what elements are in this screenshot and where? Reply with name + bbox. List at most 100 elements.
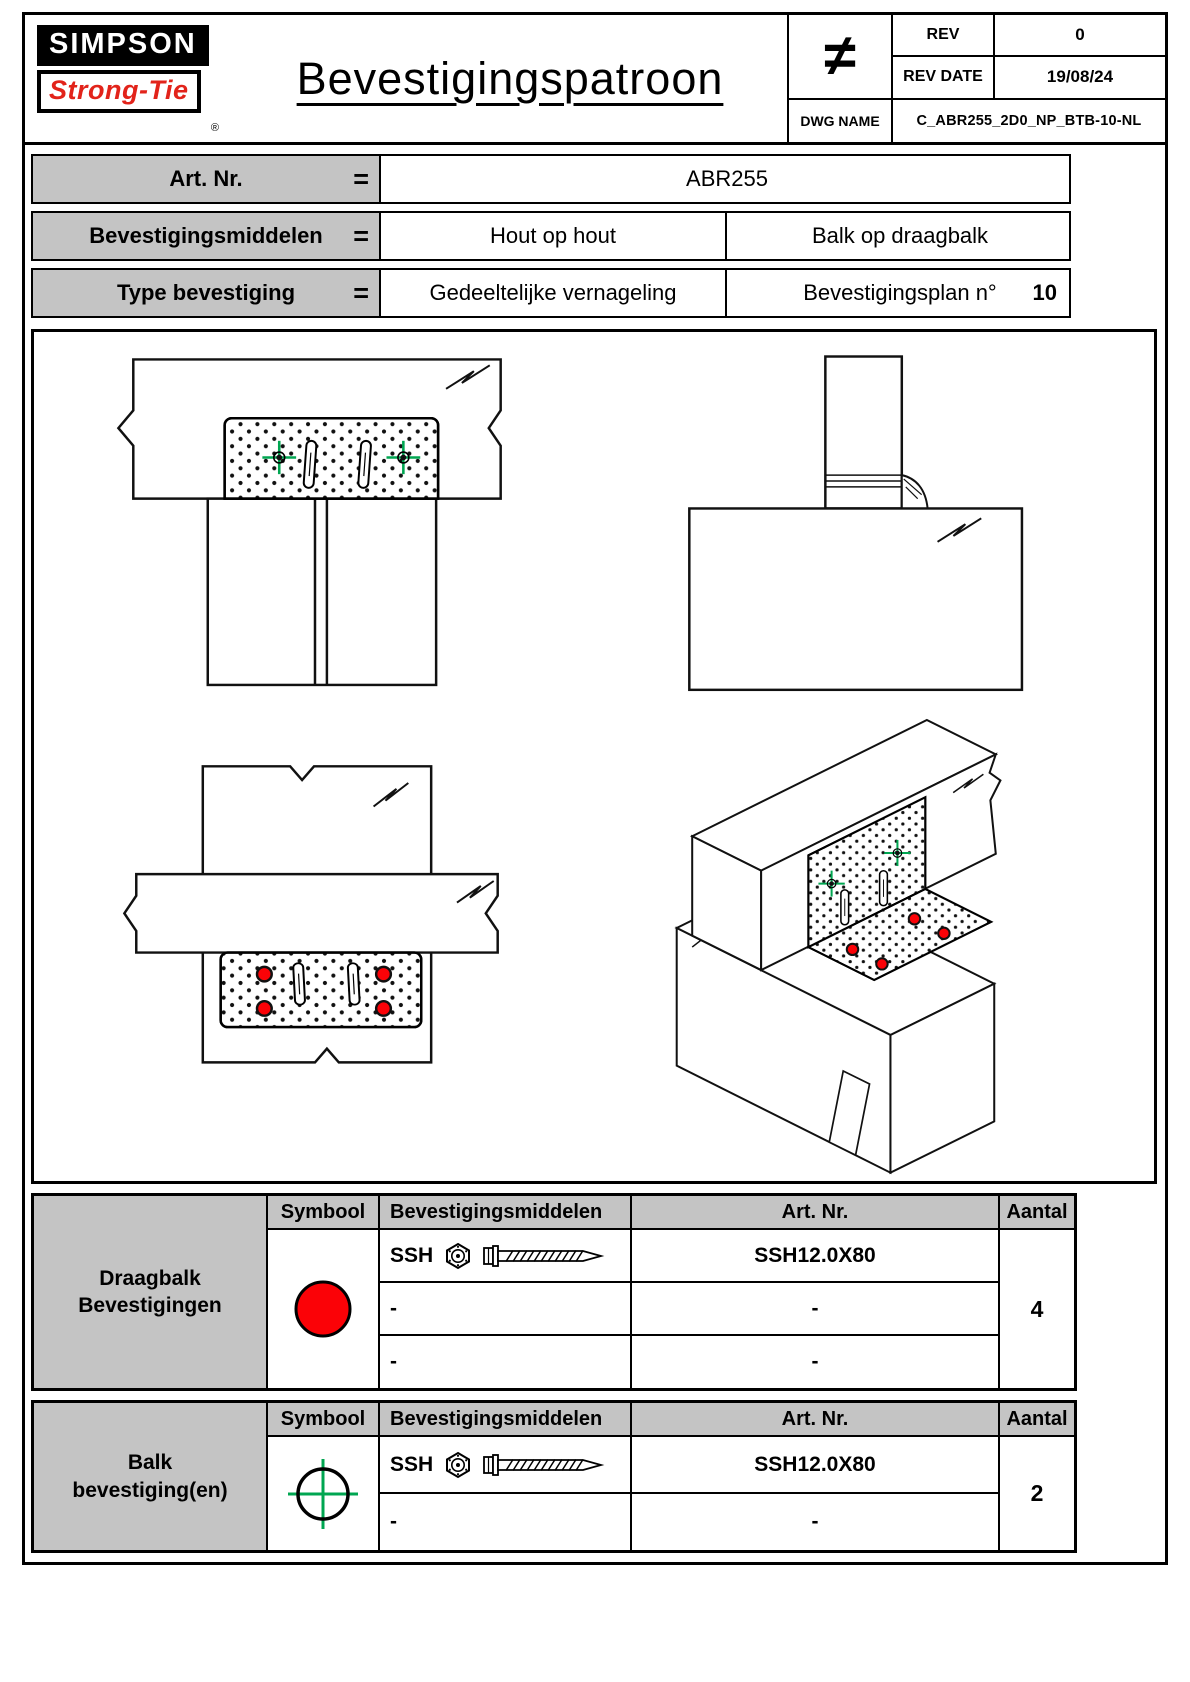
art-nr-cell: - [632,1494,1000,1550]
ssh-screw-icon [483,1453,605,1476]
nail-slot [291,961,307,1007]
nail-slot [346,961,362,1007]
break-mark-icon [372,782,409,808]
draagbalk-beam [206,497,438,687]
art-nr-label: Art. Nr. [169,166,243,191]
isometric-view-drawing [674,718,1002,1175]
title-block: ≠ REV 0 REV DATE 19/08/24 DWG NAME C_ABR… [787,15,1165,142]
ssh-hex-head-icon [446,1451,471,1478]
fixing-plan-label: Bevestigingsplan n° [803,280,997,305]
draagbalk-symbol-cell [268,1230,380,1388]
col-header-symbool: Symbool [268,1196,380,1230]
break-mark-icon [456,880,495,904]
draagbalk-fastener-marker-icon [374,965,393,983]
fasteners-label: Bevestigingsmiddelen [89,223,323,248]
side-view-drawing [688,355,1024,692]
equals-sign: = [353,220,369,251]
balk-group-label: Balk bevestiging(en) [34,1403,268,1550]
front-view-drawing [116,358,502,687]
col-header-aantal: Aantal [1000,1403,1074,1437]
draagbalk-fastener-marker-icon [255,965,273,983]
fixing-type-left-value: Gedeeltelijke vernageling [381,270,727,316]
draagbalk-fastener-marker-icon [845,942,860,957]
break-notch [828,1069,871,1157]
info-row-art-nr: Art. Nr. = ABR255 [31,154,1071,204]
fixing-plan-cell: Bevestigingsplan n° 10 [727,270,1073,316]
equals-sign: = [353,163,369,194]
col-header-aantal: Aantal [1000,1196,1074,1230]
draagbalk-side-view [688,507,1024,692]
rev-value: 0 [995,15,1165,58]
fastener-cell: SSH [380,1230,632,1283]
bracket-flange-plan [219,951,423,1029]
brand-logo: SIMPSON Strong-Tie ® [25,15,233,142]
balk-end-view [824,355,904,510]
art-nr-cell: - [632,1336,1000,1388]
dwg-name-value: C_ABR255_2D0_NP_BTB-10-NL [916,112,1142,129]
art-nr-label-cell: Art. Nr. = [33,156,381,202]
green-crosshair-symbol-icon [288,1458,358,1529]
dwg-name-label: DWG NAME [789,99,893,142]
aantal-cell: 2 [1000,1437,1074,1550]
strongtie-logo-text: Strong-Tie [37,70,201,113]
art-nr-cell: SSH12.0X80 [632,1437,1000,1494]
not-equal-icon: ≠ [789,15,893,100]
bracket-plate [223,417,440,500]
red-circle-symbol-icon [294,1280,352,1338]
break-mark-icon [952,773,984,794]
top-view-drawing [122,765,499,1064]
technical-drawing-panel [31,329,1157,1184]
fixing-type-label-cell: Type bevestiging = [33,270,381,316]
rev-label: REV [893,15,995,58]
break-mark-icon [937,517,982,543]
art-nr-cell: SSH12.0X80 [632,1230,1000,1283]
draagbalk-group-label: Draagbalk Bevestigingen [34,1196,268,1388]
break-mark-icon [445,364,491,390]
aantal-cell: 4 [1000,1230,1074,1388]
nail-slot [356,439,373,490]
art-nr-cell: - [632,1283,1000,1336]
balk-symbol-cell [268,1437,380,1550]
fastener-cell: - [380,1283,632,1336]
fastener-cell: - [380,1336,632,1388]
draagbalk-fastener-table: Draagbalk Bevestigingen Symbool Bevestig… [31,1193,1077,1391]
page-title-cell: Bevestigingspatroon [233,15,787,142]
fastener-label: SSH [390,1243,434,1267]
rev-date-label: REV DATE [893,57,995,100]
col-header-art-nr: Art. Nr. [632,1196,1000,1230]
col-header-bevestigingsmiddelen: Bevestigingsmiddelen [380,1196,632,1230]
fasteners-right-value: Balk op draagbalk [811,223,989,248]
fasteners-label-cell: Bevestigingsmiddelen = [33,213,381,259]
nail-slot [839,888,850,926]
info-row-fixing-type: Type bevestiging = Gedeeltelijke vernage… [31,268,1071,318]
draagbalk-fastener-marker-icon [875,957,889,971]
technical-drawing [116,355,1024,1175]
draagbalk-fastener-marker-icon [374,999,393,1017]
page-title: Bevestigingspatroon [296,52,724,104]
equals-sign: = [353,277,369,308]
fixing-type-label: Type bevestiging [116,280,296,305]
nail-slot [302,439,318,490]
drawing-frame: SIMPSON Strong-Tie ® Bevestigingspatroon… [22,12,1168,1565]
info-row-fasteners: Bevestigingsmiddelen = Hout op hout Balk… [31,211,1071,261]
nail-slot [878,869,889,907]
draagbalk-fastener-marker-icon [937,926,951,940]
bracket-iso [806,795,994,982]
balk-plan [122,872,499,954]
col-header-symbool: Symbool [268,1403,380,1437]
header: SIMPSON Strong-Tie ® Bevestigingspatroon… [25,15,1165,145]
fastener-label: SSH [390,1452,434,1476]
rev-date-value: 19/08/24 [995,57,1165,100]
fastener-cell: - [380,1494,632,1550]
ssh-screw-icon [483,1244,605,1267]
info-table: Art. Nr. = ABR255 Bevestigingsmiddelen =… [31,154,1165,325]
fasteners-left-value: Hout op hout [381,213,727,259]
fixing-plan-number: 10 [1032,280,1057,305]
balk-fastener-table: Balk bevestiging(en) Symbool Bevestiging… [31,1400,1077,1553]
col-header-art-nr: Art. Nr. [632,1403,1000,1437]
simpson-logo-text: SIMPSON [37,25,209,66]
draagbalk-fastener-marker-icon [255,999,273,1017]
draagbalk-fastener-marker-icon [907,912,922,926]
col-header-bevestigingsmiddelen: Bevestigingsmiddelen [380,1403,632,1437]
